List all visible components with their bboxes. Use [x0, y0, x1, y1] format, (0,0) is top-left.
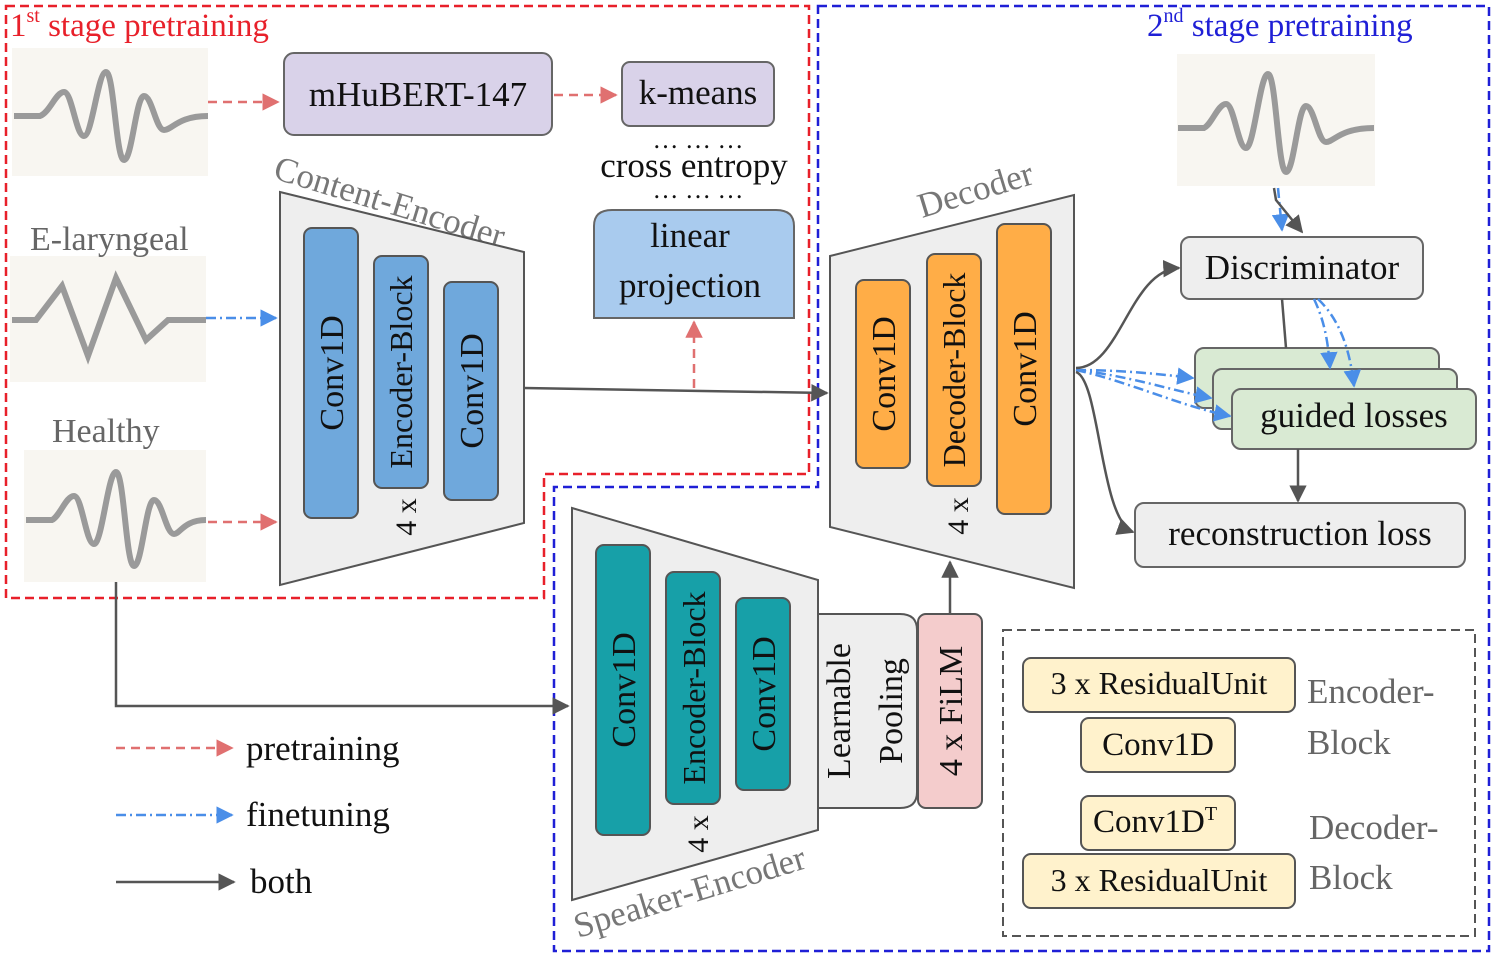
legend-both-label: both — [250, 862, 313, 901]
decoder-conv1d-a-label: Conv1D — [866, 316, 903, 431]
legend-residual-unit-dec-label: 3 x ResidualUnit — [1051, 862, 1268, 898]
legend-conv1d-enc — [1080, 717, 1236, 773]
legend-decoder-block-line1: Decoder- — [1309, 808, 1439, 847]
content-encoder-block — [373, 255, 429, 489]
content-encoder-conv1d-b — [443, 281, 499, 501]
stage2-title: 2nd stage pretraining — [1147, 5, 1413, 44]
reconstruction-loss-label: reconstruction loss — [1168, 514, 1431, 553]
mhubert-box — [283, 52, 553, 136]
speaker-encoder-conv1d-a — [595, 544, 651, 836]
guided-losses-box — [1231, 388, 1477, 450]
waveform-output-icon — [1177, 54, 1375, 186]
waveform-elaryngeal-icon — [10, 256, 206, 382]
legend: pretraining finetuning both — [116, 729, 400, 901]
discriminator-label: Discriminator — [1205, 248, 1400, 287]
legend-residual-unit-dec — [1022, 853, 1296, 909]
decoder-block — [926, 253, 982, 487]
dots-top: … … … — [653, 125, 744, 154]
linear-projection-box — [593, 209, 795, 319]
content-encoder-conv1d-a — [303, 227, 359, 519]
legend-encoder-block-line1: Encoder- — [1307, 672, 1435, 711]
reconstruction-loss-box — [1134, 502, 1466, 568]
pretraining-arrows — [208, 86, 703, 531]
decoder-conv1d-b — [996, 223, 1052, 515]
finetuning-arrows — [206, 187, 1361, 422]
input-label-elaryngeal: E-laryngeal — [30, 221, 189, 258]
both-arrows — [114, 187, 1307, 715]
linear-projection-line2: projection — [619, 266, 761, 305]
speaker-encoder-conv1d-b — [735, 597, 791, 791]
input-label-healthy: Healthy — [52, 413, 160, 450]
legend-conv1d-enc-label: Conv1D — [1102, 727, 1214, 763]
legend-finetuning-label: finetuning — [246, 795, 390, 834]
discriminator-box — [1180, 236, 1424, 300]
dots-bottom: … … … — [653, 175, 744, 204]
linear-projection-line1: linear — [650, 216, 730, 255]
kmeans-box — [621, 61, 775, 127]
content-encoder-conv1d-a-label: Conv1D — [314, 315, 351, 430]
speaker-encoder-block-label: Encoder-Block — [676, 591, 712, 784]
content-encoder-repeat: 4 x — [390, 498, 423, 536]
decoder-repeat: 4 x — [942, 497, 975, 535]
guided-losses-label: guided losses — [1260, 396, 1448, 435]
waveform-healthy-icon — [24, 450, 207, 582]
film-label: 4 x FiLM — [933, 646, 970, 776]
legend-conv1d-transpose-label: Conv1DT — [1093, 803, 1217, 840]
legend-residual-unit-enc-label: 3 x ResidualUnit — [1051, 665, 1268, 701]
learnable-pooling-line2: Pooling — [873, 658, 910, 764]
legend-encoder-block-line2: Block — [1307, 723, 1391, 762]
content-encoder-conv1d-b-label: Conv1D — [454, 333, 491, 448]
cross-entropy-label: cross entropy — [600, 146, 788, 185]
decoder-conv1d-a — [855, 279, 911, 469]
waveform-top-icon — [12, 48, 209, 176]
stage2-frame — [552, 4, 1491, 953]
mhubert-label: mHuBERT-147 — [309, 75, 527, 114]
stage1-title: 1st stage pretraining — [10, 5, 269, 44]
speaker-encoder-repeat: 4 x — [682, 815, 715, 853]
decoder-conv1d-b-label: Conv1D — [1007, 311, 1044, 426]
speaker-encoder-block — [665, 571, 721, 805]
legend-residual-unit-enc — [1022, 657, 1296, 713]
content-encoder-block-label: Encoder-Block — [383, 275, 419, 468]
block-legend-frame — [1002, 629, 1476, 937]
decoder-block-label: Decoder-Block — [936, 273, 972, 468]
legend-conv1d-transpose — [1080, 795, 1236, 851]
learnable-pooling-line1: Learnable — [821, 643, 858, 779]
stage1-frame — [4, 4, 811, 600]
legend-pretraining-label: pretraining — [246, 729, 400, 768]
speaker-encoder-conv1d-b-label: Conv1D — [746, 636, 783, 751]
legend-decoder-block-line2: Block — [1309, 858, 1393, 897]
kmeans-label: k-means — [639, 73, 758, 112]
speaker-encoder-conv1d-a-label: Conv1D — [606, 632, 643, 747]
